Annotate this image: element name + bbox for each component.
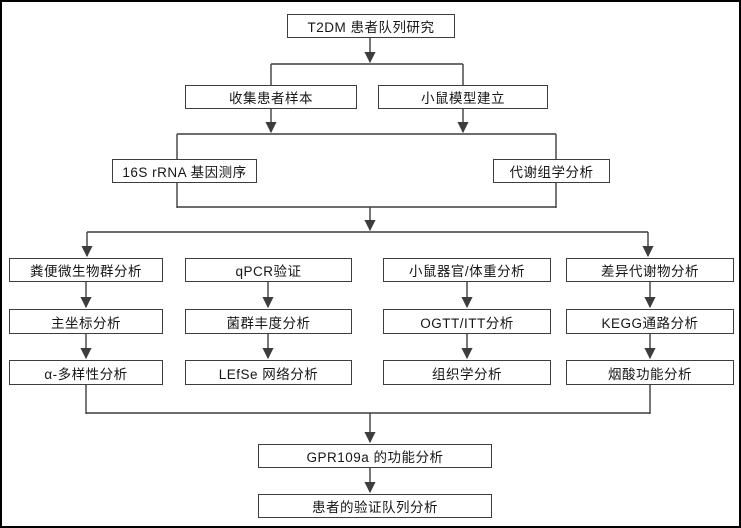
flow-node-abundance: 菌群丰度分析 bbox=[185, 309, 352, 334]
flow-node-validation-cohort: 患者的验证队列分析 bbox=[258, 494, 492, 518]
connector-arrows bbox=[80, 38, 656, 494]
flow-node-lefse-network: LEfSe 网络分析 bbox=[185, 360, 352, 385]
flow-node-histology: 组织学分析 bbox=[383, 360, 551, 385]
flow-node-mouse-organ-weight: 小鼠器官/体重分析 bbox=[383, 258, 551, 282]
flow-node-niacin-function: 烟酸功能分析 bbox=[566, 360, 734, 385]
flow-node-alpha-diversity: α-多样性分析 bbox=[9, 360, 163, 385]
flow-node-pcoa: 主坐标分析 bbox=[9, 309, 163, 334]
flow-node-16s-rrna-seq: 16S rRNA 基因测序 bbox=[112, 159, 257, 183]
flow-node-kegg-pathway: KEGG通路分析 bbox=[566, 309, 734, 334]
flow-node-gpr109a-function: GPR109a 的功能分析 bbox=[258, 444, 492, 468]
flow-node-collect-samples: 收集患者样本 bbox=[185, 85, 357, 109]
connector-lines bbox=[85, 63, 651, 414]
flow-node-t2dm-cohort: T2DM 患者队列研究 bbox=[287, 14, 455, 38]
flow-node-qpcr: qPCR验证 bbox=[185, 258, 352, 282]
flow-node-ogtt-itt: OGTT/ITT分析 bbox=[383, 309, 551, 334]
flow-node-diff-metabolites: 差异代谢物分析 bbox=[566, 258, 734, 282]
flow-node-fecal-microbiota: 粪便微生物群分析 bbox=[9, 258, 163, 282]
flow-node-metabolomics: 代谢组学分析 bbox=[493, 159, 610, 183]
flow-node-mouse-model: 小鼠模型建立 bbox=[378, 85, 548, 109]
